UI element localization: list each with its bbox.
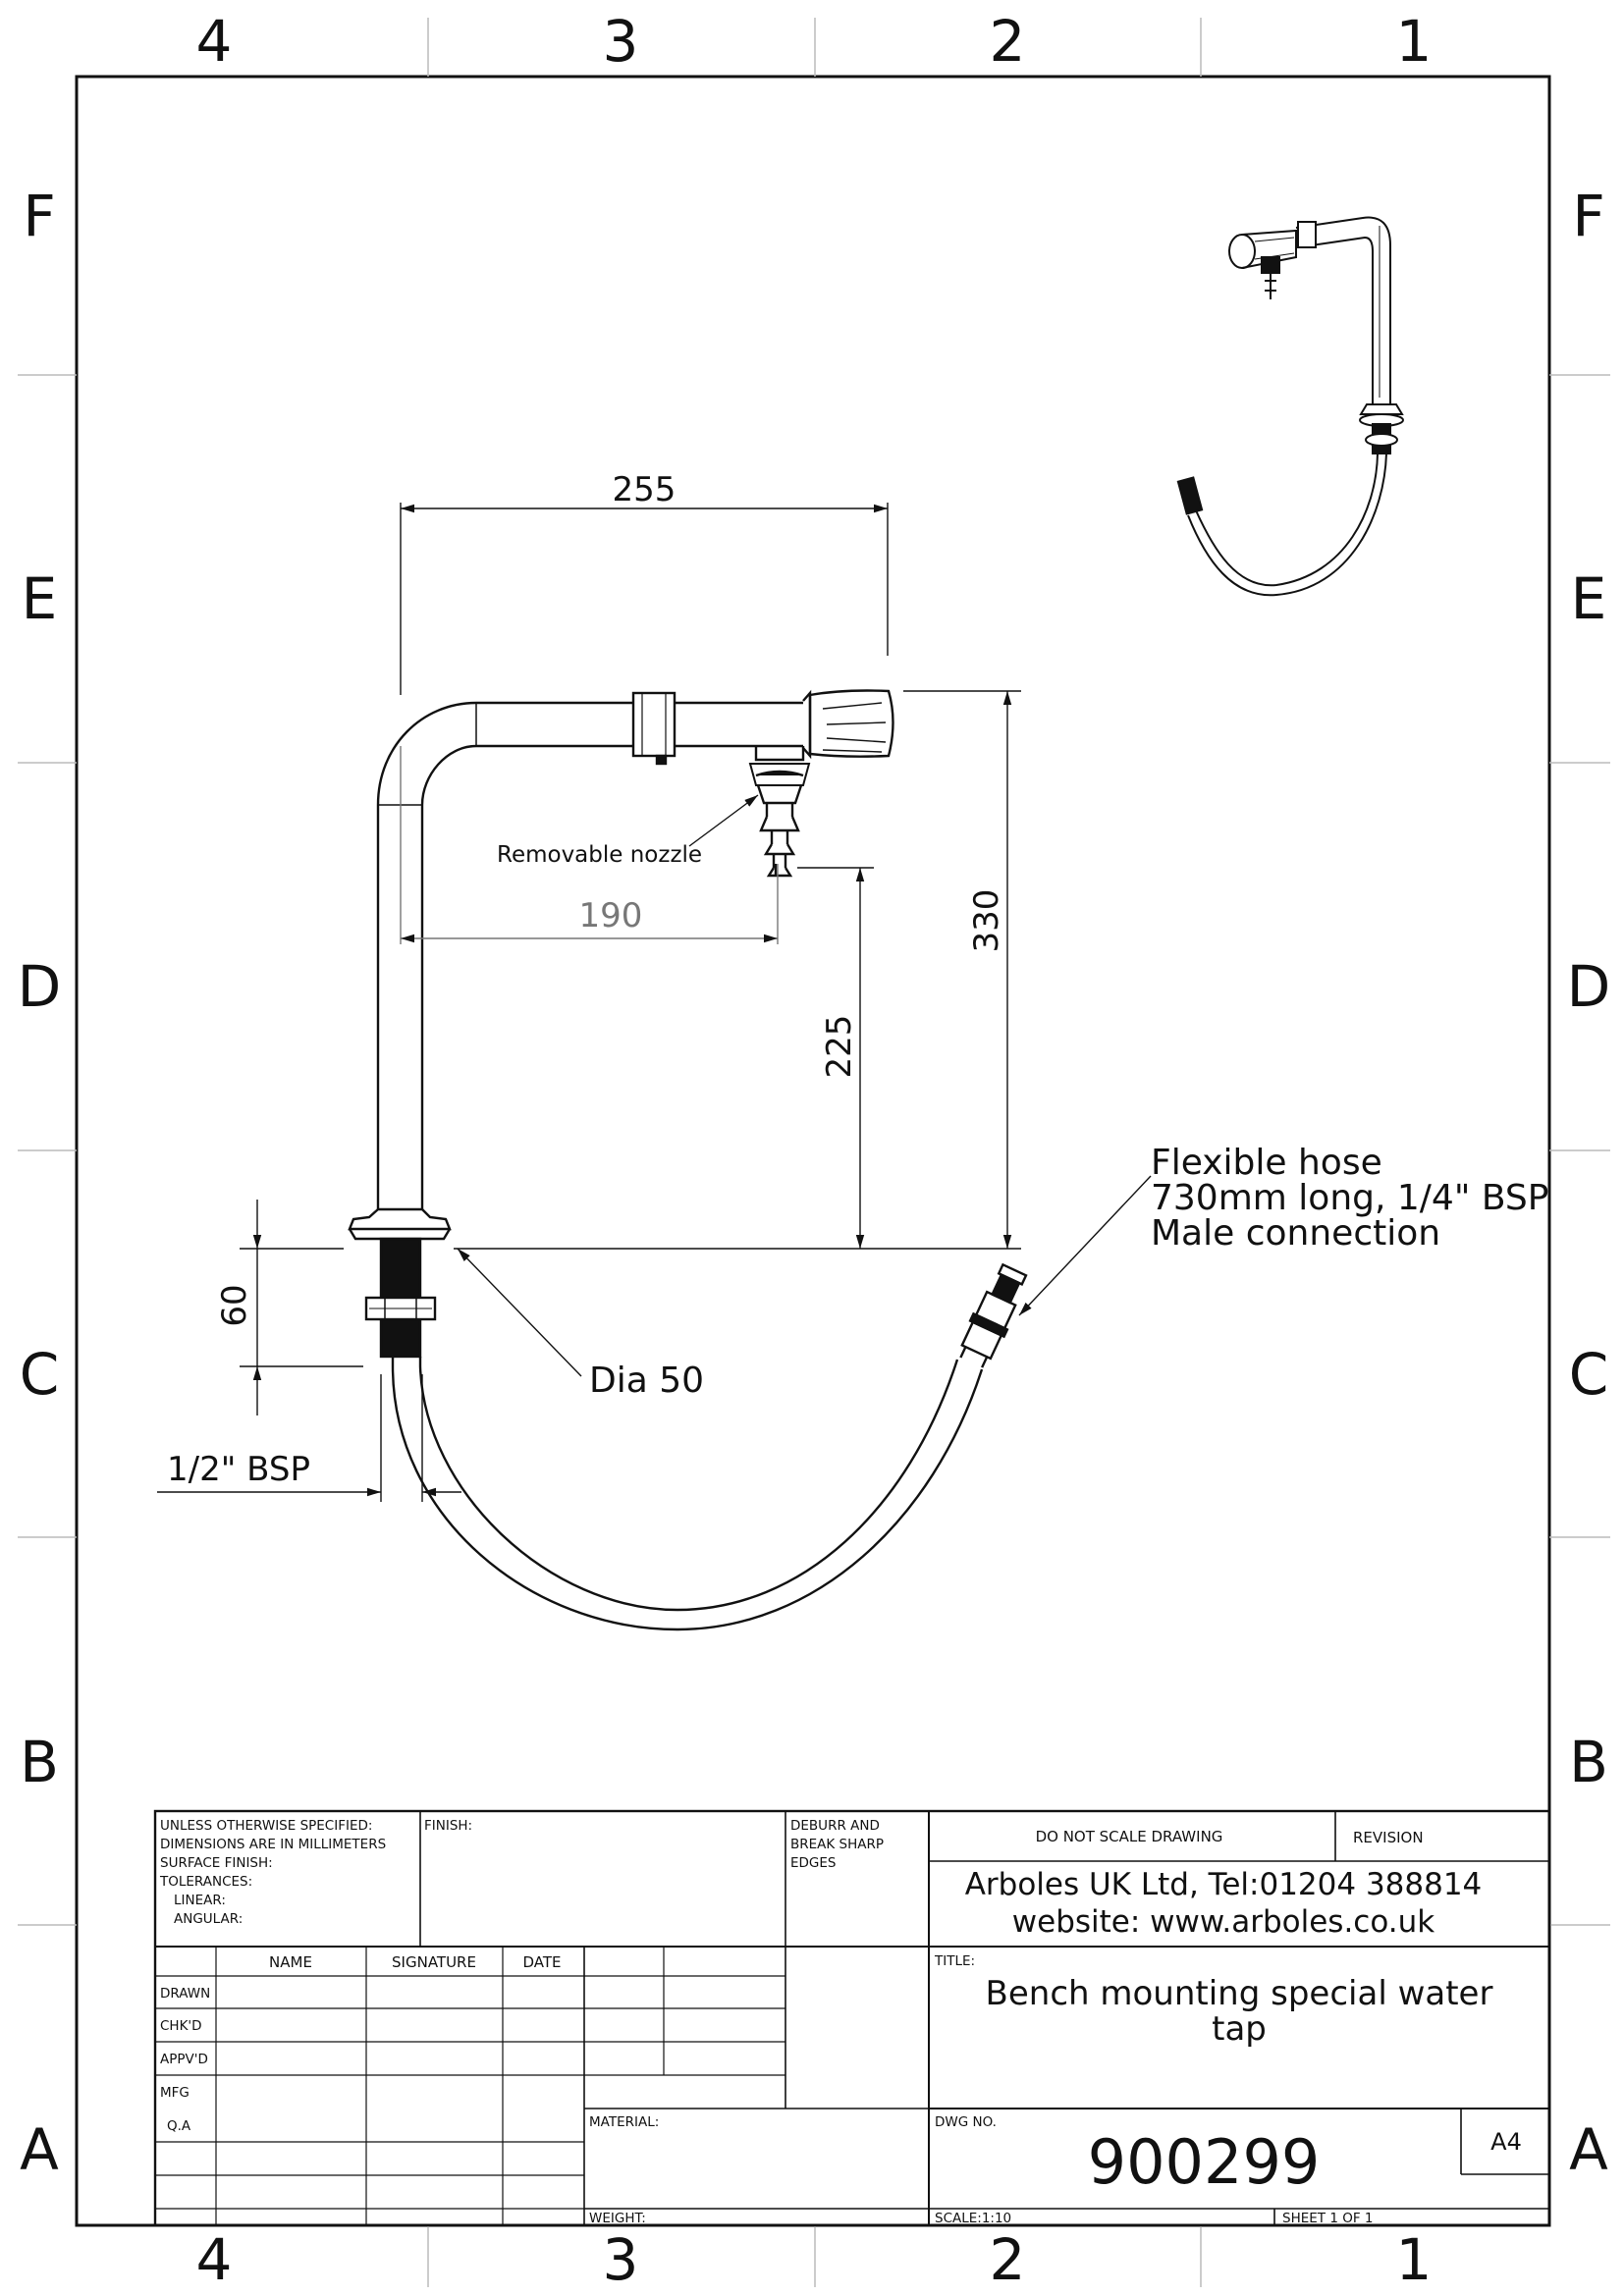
dimension-225: 225 [820,1015,859,1079]
dimension-255: 255 [613,470,677,509]
drawing-title-line-1: Bench mounting special water [986,1974,1493,2013]
header-signature: SIGNATURE [392,1953,476,1971]
zone-col-2-bottom: 2 [990,2226,1026,2293]
drawing-number: 900299 [1088,2126,1321,2198]
row-qa: Q.A [167,2118,191,2134]
row-drawn: DRAWN [160,1986,210,2002]
row-mfg: MFG [160,2085,189,2101]
dimension-330: 330 [967,889,1006,953]
header-name: NAME [269,1953,312,1971]
sheet-size: A4 [1490,2128,1522,2156]
zone-col-2-top: 2 [990,8,1026,75]
zone-row-d-right: D [1567,953,1611,1020]
zone-column-labels-top: 4 3 2 1 [196,8,1433,75]
zone-col-1-top: 1 [1396,8,1433,75]
annotation-hose-line-1: Flexible hose [1151,1143,1382,1183]
isometric-view [1176,216,1404,597]
do-not-scale-note: DO NOT SCALE DRAWING [1036,1828,1223,1845]
zone-row-labels-left: F E D C B A [18,183,62,2183]
revision-label: REVISION [1353,1829,1424,1846]
drawing-title-line-2: tap [1212,2009,1267,2049]
annotation-hose-line-2: 730mm long, 1/4" BSP [1151,1178,1548,1218]
scale-label: SCALE:1:10 [935,2211,1011,2226]
annotation-dia-50: Dia 50 [589,1361,704,1401]
tap-elevation-view [348,689,1028,1631]
note-dimensions-mm: DIMENSIONS ARE IN MILLIMETERS [160,1837,386,1852]
zone-col-4-top: 4 [196,8,233,75]
company-contact: Arboles UK Ltd, Tel:01204 388814 [965,1867,1483,1902]
zone-row-a-left: A [20,2116,59,2183]
deburr-line-2: BREAK SHARP [790,1837,884,1852]
general-notes: UNLESS OTHERWISE SPECIFIED: DIMENSIONS A… [159,1818,386,1927]
zone-ticks [18,18,1610,2287]
note-linear: LINEAR: [174,1893,226,1908]
zone-col-1-bottom: 1 [1396,2226,1433,2293]
deburr-line-3: EDGES [790,1855,837,1871]
zone-row-c-right: C [1569,1341,1609,1408]
annotation-removable-nozzle: Removable nozzle [497,842,702,868]
row-approved: APPV'D [160,2052,208,2067]
title-block [153,1809,1551,2227]
dwg-no-label: DWG NO. [935,2114,997,2130]
zone-col-3-top: 3 [603,8,639,75]
zone-row-c-left: C [20,1341,60,1408]
zone-row-d-left: D [18,953,62,1020]
deburr-line-1: DEBURR AND [790,1818,880,1834]
zone-row-b-left: B [20,1729,59,1795]
zone-col-3-bottom: 3 [603,2226,639,2293]
zone-row-e-right: E [1571,565,1607,632]
zone-row-labels-right: F E D C B A [1567,183,1611,2183]
finish-label: FINISH: [424,1818,472,1834]
header-date: DATE [522,1953,561,1971]
zone-row-a-right: A [1569,2116,1608,2183]
material-label: MATERIAL: [589,2114,659,2130]
note-tolerances: TOLERANCES: [159,1874,252,1890]
dimension-60: 60 [215,1284,254,1326]
annotation-hose-line-3: Male connection [1151,1213,1440,1254]
note-unless-specified: UNLESS OTHERWISE SPECIFIED: [160,1818,372,1834]
weight-label: WEIGHT: [589,2211,646,2226]
note-angular: ANGULAR: [174,1911,243,1927]
sheet-count: SHEET 1 OF 1 [1282,2211,1373,2226]
zone-row-b-right: B [1569,1729,1608,1795]
zone-row-f-right: F [1572,183,1604,249]
zone-col-4-bottom: 4 [196,2226,233,2293]
dimension-thread-bsp: 1/2" BSP [167,1450,310,1489]
zone-column-labels-bottom: 4 3 2 1 [196,2226,1433,2293]
zone-row-e-left: E [22,565,58,632]
zone-row-f-left: F [23,183,55,249]
dimension-190: 190 [579,896,643,935]
dimension-lines [157,503,1021,1502]
note-surface-finish: SURFACE FINISH: [160,1855,273,1871]
leader-lines [457,794,1152,1377]
title-label: TITLE: [934,1953,975,1969]
company-website: website: www.arboles.co.uk [1012,1904,1435,1940]
row-checked: CHK'D [160,2018,202,2034]
